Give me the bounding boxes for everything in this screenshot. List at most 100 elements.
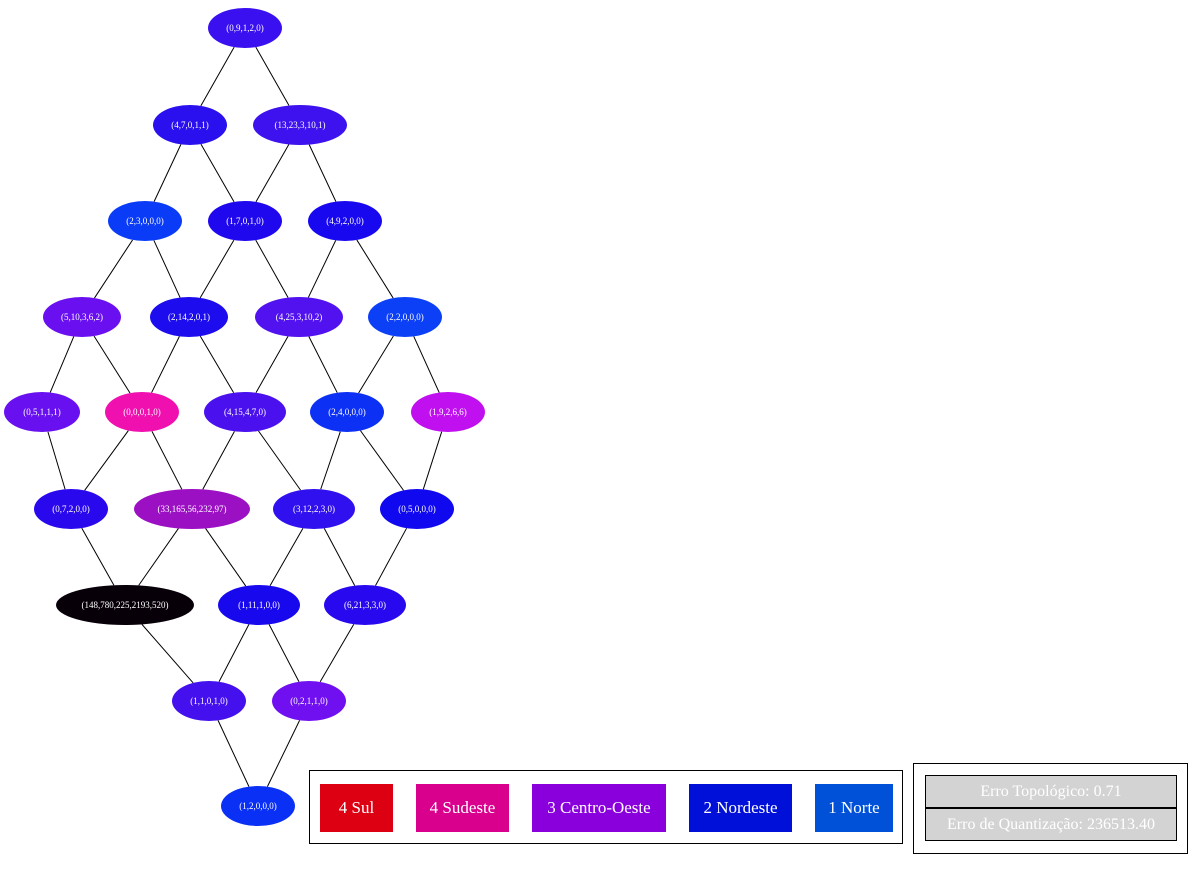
- graph-edge: [93, 335, 131, 394]
- graph-edge: [356, 239, 394, 299]
- graph-edge: [255, 144, 290, 203]
- graph-edge: [422, 431, 443, 490]
- node-label: (33,165,56,232,97): [158, 504, 227, 514]
- legend-item-centro-oeste: 3 Centro-Oeste: [532, 784, 666, 832]
- graph-edge: [319, 623, 355, 683]
- legend-item-norte: 1 Norte: [815, 784, 893, 832]
- node-shape: [134, 489, 250, 529]
- node-shape: [108, 201, 182, 241]
- node-shape: [221, 786, 295, 826]
- graph-edge: [255, 239, 289, 298]
- grid-graph: (0,9,1,2,0)(4,7,0,1,1)(13,23,3,10,1)(2,3…: [4, 8, 485, 826]
- node-shape: [255, 297, 343, 337]
- graph-edge: [199, 335, 235, 394]
- node-label: (0,5,1,1,1): [23, 407, 61, 417]
- graph-node: (0,5,0,0,0): [380, 489, 454, 529]
- graph-node: (1,1,0,1,0): [172, 681, 246, 721]
- node-shape: [56, 585, 194, 625]
- node-shape: [411, 392, 485, 432]
- node-label: (1,11,1,0,0): [238, 600, 280, 610]
- graph-edge: [307, 240, 337, 298]
- graph-edge: [141, 624, 194, 684]
- node-shape: [172, 681, 246, 721]
- node-shape: [310, 392, 384, 432]
- graph-node: (5,10,3,6,2): [43, 297, 121, 337]
- graph-node: (2,14,2,0,1): [150, 297, 228, 337]
- graph-node: (0,7,2,0,0): [34, 489, 108, 529]
- graph-edge: [153, 240, 181, 298]
- graph-nodes: (0,9,1,2,0)(4,7,0,1,1)(13,23,3,10,1)(2,3…: [4, 8, 485, 826]
- node-shape: [218, 585, 300, 625]
- legend-item-nordeste: 2 Nordeste: [689, 784, 792, 832]
- node-label: (2,14,2,0,1): [168, 312, 210, 322]
- node-label: (5,10,3,6,2): [61, 312, 103, 322]
- graph-node: (4,25,3,10,2): [255, 297, 343, 337]
- graph-edge: [47, 431, 66, 490]
- node-label: (1,9,2,6,6): [429, 407, 467, 417]
- graph-edge: [49, 336, 75, 393]
- graph-node: (1,9,2,6,6): [411, 392, 485, 432]
- node-shape: [273, 489, 355, 529]
- node-label: (4,9,2,0,0): [326, 216, 364, 226]
- node-label: (1,1,0,1,0): [190, 696, 228, 706]
- graph-edge: [323, 528, 356, 586]
- graph-edge: [268, 624, 300, 682]
- graph-node: (0,2,1,1,0): [272, 681, 346, 721]
- error-metrics-panel: Erro Topológico: 0.71 Erro de Quantizaçã…: [913, 763, 1188, 854]
- graph-edge: [153, 144, 182, 202]
- graph-node: (3,12,2,3,0): [273, 489, 355, 529]
- legend-item-sudeste: 4 Sudeste: [416, 784, 509, 832]
- graph-edge: [84, 430, 129, 491]
- topological-error: Erro Topológico: 0.71: [925, 775, 1177, 808]
- graph-edge: [138, 528, 179, 586]
- node-shape: [153, 105, 227, 145]
- node-shape: [43, 297, 121, 337]
- node-label: (148,780,225,2193,520): [82, 600, 169, 610]
- node-label: (1,7,0,1,0): [226, 216, 264, 226]
- node-label: (13,23,3,10,1): [275, 120, 326, 130]
- graph-edge: [308, 336, 338, 393]
- node-shape: [208, 8, 282, 48]
- graph-edge: [266, 720, 301, 787]
- graph-node: (0,0,0,1,0): [105, 392, 179, 432]
- graph-edge: [217, 720, 250, 787]
- node-label: (6,21,3,3,0): [344, 600, 386, 610]
- node-label: (0,0,0,1,0): [123, 407, 161, 417]
- node-label: (2,3,0,0,0): [126, 216, 164, 226]
- graph-node: (33,165,56,232,97): [134, 489, 250, 529]
- graph-edge: [94, 239, 134, 299]
- node-label: (4,15,4,7,0): [224, 407, 266, 417]
- node-shape: [380, 489, 454, 529]
- graph-edge: [255, 336, 289, 393]
- quantization-error: Erro de Quantização: 236513.40: [925, 808, 1177, 841]
- graph-edge: [358, 335, 394, 394]
- graph-node: (4,9,2,0,0): [308, 201, 382, 241]
- graph-edge: [218, 624, 250, 682]
- graph-edge: [151, 336, 180, 393]
- graph-node: (13,23,3,10,1): [253, 105, 347, 145]
- node-shape: [324, 585, 406, 625]
- graph-edge: [360, 430, 404, 491]
- node-shape: [150, 297, 228, 337]
- graph-edge: [375, 527, 408, 586]
- node-label: (0,7,2,0,0): [52, 504, 90, 514]
- graph-node: (4,7,0,1,1): [153, 105, 227, 145]
- region-legend: 4 Sul 4 Sudeste 3 Centro-Oeste 2 Nordest…: [309, 770, 903, 844]
- graph-edge: [199, 239, 235, 299]
- node-label: (1,2,0,0,0): [239, 801, 277, 811]
- graph-node: (0,5,1,1,1): [4, 392, 80, 432]
- node-shape: [308, 201, 382, 241]
- graph-edge: [413, 336, 440, 393]
- graph-node: (148,780,225,2193,520): [56, 585, 194, 625]
- graph-edge: [200, 143, 235, 203]
- graph-edge: [81, 527, 115, 586]
- node-label: (0,2,1,1,0): [290, 696, 328, 706]
- graph-node: (4,15,4,7,0): [204, 392, 286, 432]
- graph-node: (1,7,0,1,0): [208, 201, 282, 241]
- graph-node: (2,3,0,0,0): [108, 201, 182, 241]
- graph-edge: [205, 528, 247, 587]
- graph-edge: [269, 528, 304, 586]
- node-label: (0,5,0,0,0): [398, 504, 436, 514]
- node-shape: [34, 489, 108, 529]
- graph-edges: [47, 46, 443, 787]
